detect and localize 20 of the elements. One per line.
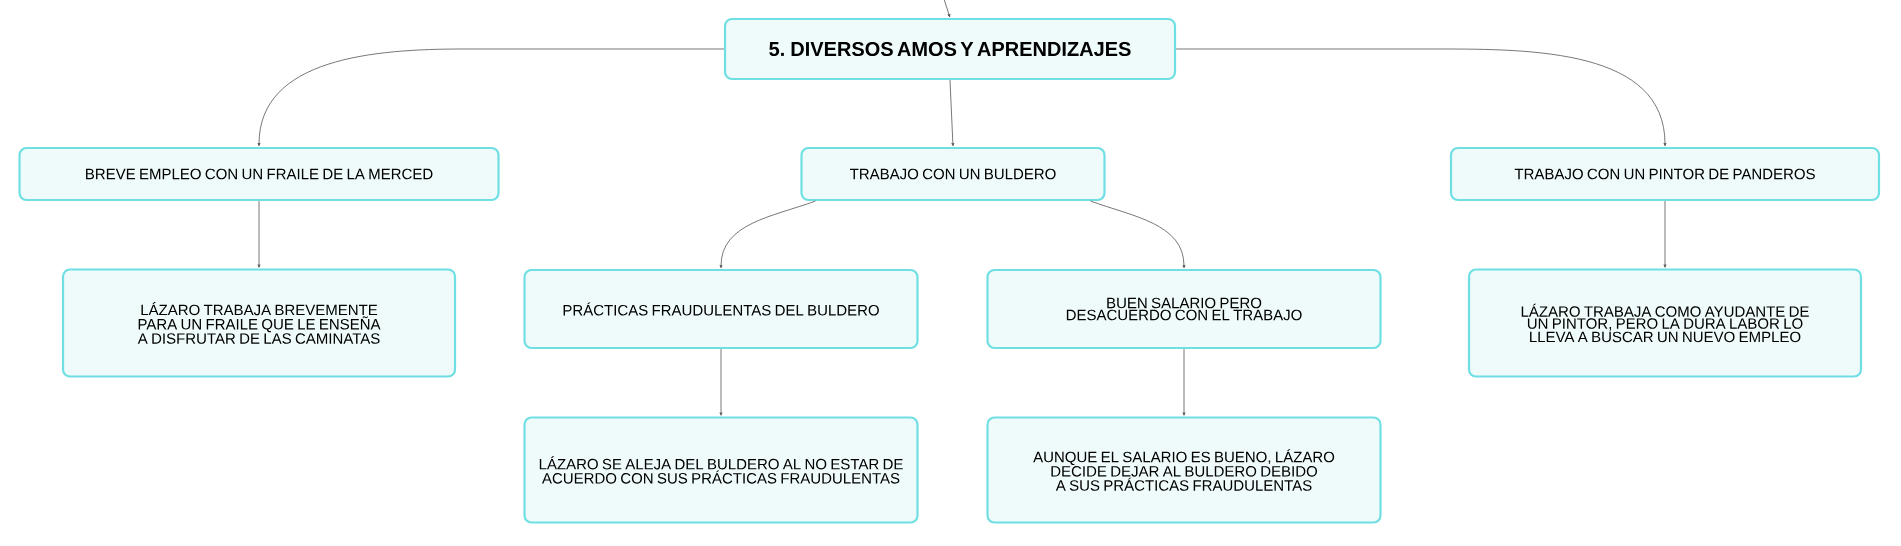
topic-box: BREVE EMPLEO CON UN FRAILE DE LA MERCED — [18, 146, 500, 202]
arrow — [257, 48, 725, 147]
arrow — [1663, 200, 1667, 268]
arrow — [257, 200, 261, 268]
arrow — [1175, 48, 1667, 147]
topic-box: PRÁCTICAS FRAUDULENTAS DEL BULDERO — [523, 268, 919, 350]
topic-box: TRABAJO CON UN BULDERO — [800, 146, 1106, 202]
arrow — [719, 348, 723, 416]
title-box: 5. DIVERSOS AMOS Y APRENDIZAJES — [723, 17, 1177, 81]
arrow — [949, 79, 955, 147]
topic-box: LÁZARO SE ALEJA DEL BULDERO AL NO ESTAR DE ACUERDO CON SUS PRÁCTICAS FRAUDULENTAS — [523, 416, 919, 524]
arrow — [1090, 200, 1186, 269]
topic-box: TRABAJO CON UN PINTOR DE PANDEROS — [1449, 146, 1881, 202]
arrow — [719, 200, 816, 269]
arrow — [943, 0, 951, 18]
topic-box: AUNQUE EL SALARIO ES BUENO, LÁZARO DECIDE DEJAR AL BULDERO DEBIDO A SUS PRÁCTICAS FRAUDULENTAS — [986, 416, 1382, 524]
topic-box: BUEN SALARIO PERO DESACUERDO CON EL TRABAJO — [986, 268, 1382, 350]
arrow — [1182, 348, 1186, 416]
topic-box: LÁZARO TRABAJA COMO AYUDANTE DE UN PINTOR, PERO LA DURA LABOR LO LLEVA A BUSCAR UN NUEVO EMPLEO — [1467, 268, 1863, 378]
topic-box: LÁZARO TRABAJA BREVEMENTE PARA UN FRAILE QUE LE ENSEÑA A DISFRUTAR DE LAS CAMINATAS — [61, 268, 457, 378]
